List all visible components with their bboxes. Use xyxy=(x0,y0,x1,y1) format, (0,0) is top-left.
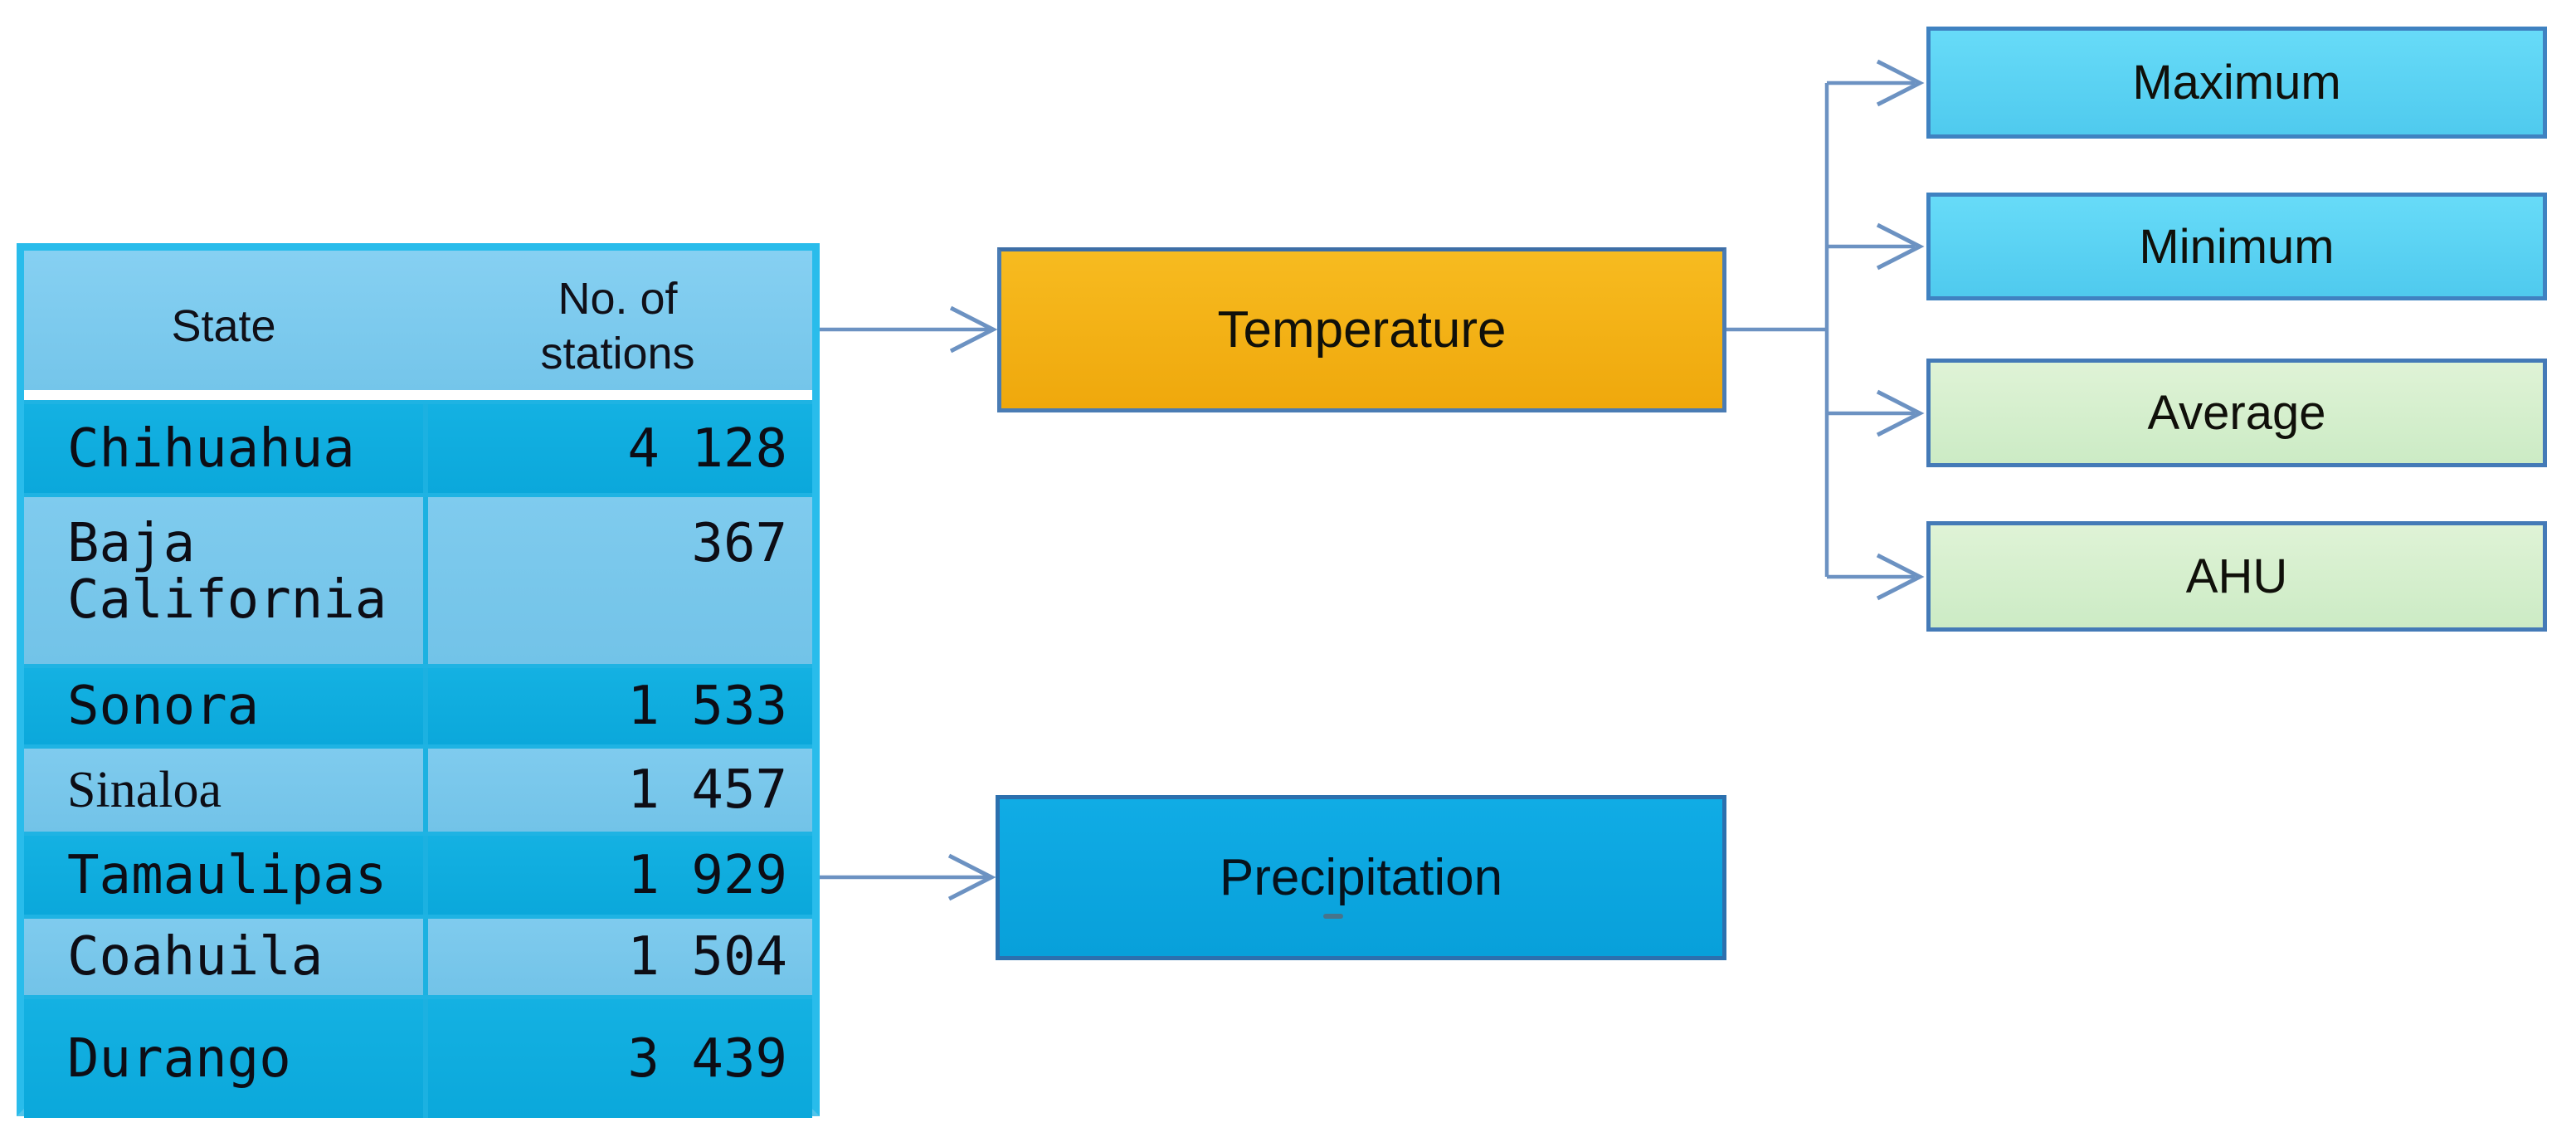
station-count: 367 xyxy=(691,513,787,574)
state-name: Durango xyxy=(67,1027,291,1090)
branch-node-maximum: Maximum xyxy=(1926,27,2547,139)
stations-table: State No. of stations Chihuahua 4 128 Ba… xyxy=(17,243,820,1118)
branch-node-minimum: Minimum xyxy=(1926,193,2547,300)
station-count: 1 533 xyxy=(627,676,787,737)
table-row: Sonora 1 533 xyxy=(24,664,812,744)
branch-node-ahu: AHU xyxy=(1926,521,2547,632)
station-count: 1 929 xyxy=(627,844,787,906)
table-row: Sinaloa 1 457 xyxy=(24,744,812,832)
table-row: Chihuahua 4 128 xyxy=(24,400,812,493)
table-header: State No. of stations xyxy=(24,251,812,390)
column-header-state: State xyxy=(171,301,276,351)
state-name: Chihuahua xyxy=(67,417,355,480)
precipitation-label: Precipitation xyxy=(1219,849,1503,906)
state-name: Sinaloa xyxy=(67,762,222,818)
station-count: 4 128 xyxy=(627,417,787,480)
precipitation-node: Precipitation xyxy=(996,795,1726,960)
state-name: Sonora xyxy=(67,676,260,737)
table-row: Baja California 367 xyxy=(24,493,812,664)
station-count: 1 504 xyxy=(627,926,787,988)
header-separator xyxy=(24,390,812,400)
state-name: Tamaulipas xyxy=(67,844,387,906)
station-count: 3 439 xyxy=(627,1027,787,1090)
stray-dash-mark xyxy=(1323,914,1343,919)
temperature-node: Temperature xyxy=(997,247,1726,412)
table-row: Coahuila 1 504 xyxy=(24,915,812,995)
state-name: Baja California xyxy=(67,513,387,631)
temperature-label: Temperature xyxy=(1217,301,1507,359)
branch-node-average: Average xyxy=(1926,359,2547,467)
station-count: 1 457 xyxy=(627,759,787,821)
state-name: Coahuila xyxy=(67,926,324,988)
ahu-label: AHU xyxy=(2185,549,2288,603)
column-header-stations: No. of stations xyxy=(540,274,695,378)
average-label: Average xyxy=(2147,386,2326,440)
table-row: Durango 3 439 xyxy=(24,995,812,1118)
minimum-label: Minimum xyxy=(2139,219,2335,274)
table-row: Tamaulipas 1 929 xyxy=(24,832,812,915)
maximum-label: Maximum xyxy=(2132,56,2341,110)
